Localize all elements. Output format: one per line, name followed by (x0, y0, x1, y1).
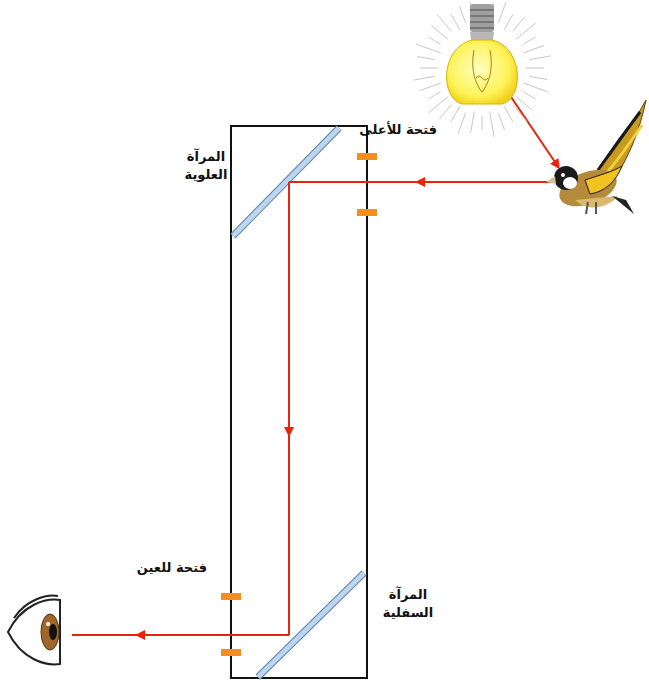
eye (8, 596, 60, 665)
lamp (413, 2, 551, 137)
opening-label: فتحة للأعلى (359, 121, 437, 139)
bird (546, 100, 646, 214)
lower-mirror (258, 573, 364, 677)
mirror-label: المرآة العلوية (171, 148, 241, 183)
eye-opening-marks (221, 593, 241, 656)
top-opening-marks (357, 153, 377, 216)
opening-label: فتحة للعين (137, 559, 207, 577)
mirror-label: المرآة السفلية (373, 586, 443, 621)
light-ray (72, 88, 557, 635)
periscope-tube (231, 126, 367, 678)
